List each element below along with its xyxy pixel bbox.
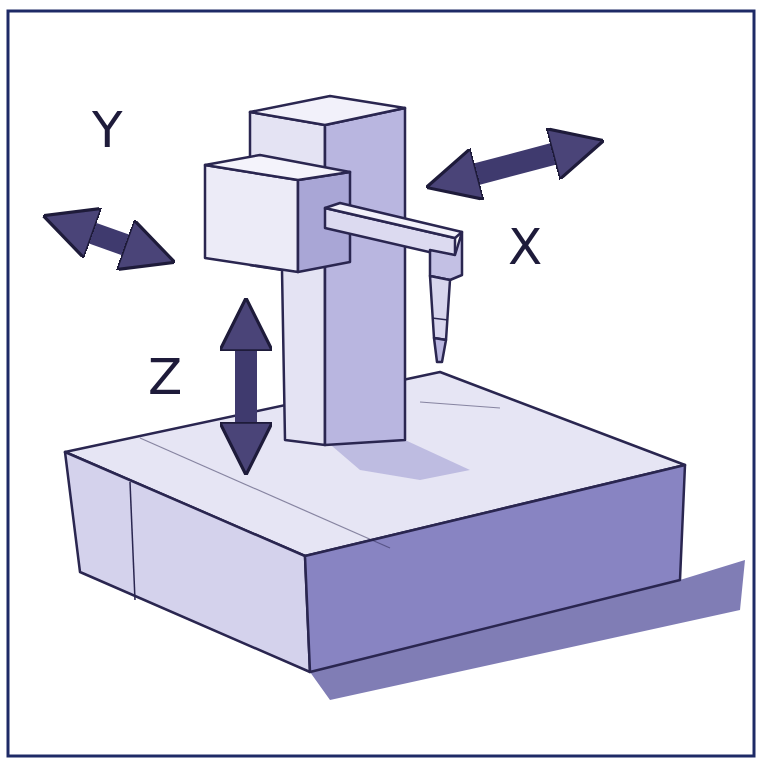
frame (8, 11, 754, 756)
axis-label: X (508, 222, 542, 272)
probe-arm (325, 203, 462, 362)
axis-label: Z (148, 352, 182, 402)
axis-label: Y (92, 105, 123, 155)
column (250, 96, 405, 445)
y-axis-arrow (78, 228, 140, 250)
x-axis-arrow (462, 150, 568, 178)
z-axis-arrow (235, 335, 257, 438)
axis-arrows (78, 150, 568, 438)
